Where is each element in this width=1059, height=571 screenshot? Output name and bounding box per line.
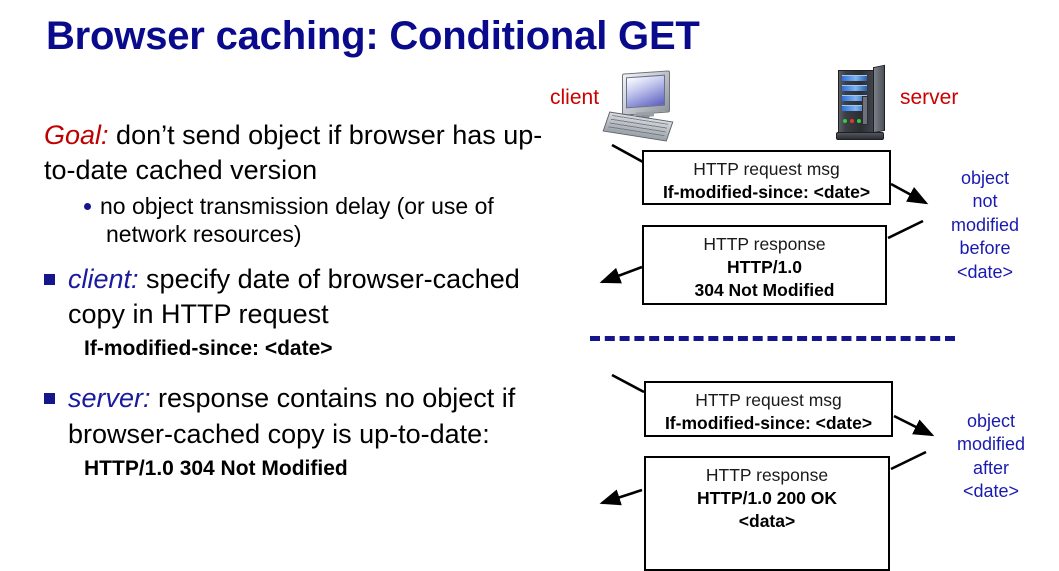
annotation-object-modified: object modified after <date> [936, 410, 1046, 504]
client-lead-label: client: [68, 264, 139, 295]
client-paragraph: client: specify date of browser-cached c… [44, 262, 544, 332]
message-box-response-2: HTTP response HTTP/1.0 200 OK <data> [644, 456, 890, 571]
goal-text: don’t send object if browser has up-to-d… [44, 120, 543, 186]
annotation-1-line1: object [960, 168, 1010, 188]
goal-sub-bullet: no object transmission delay (or use of … [44, 192, 544, 248]
annotation-2-line2: modified [956, 434, 1026, 455]
desktop-computer-icon [602, 70, 680, 142]
conditional-get-diagram: client server HTTP request msg [540, 62, 1059, 571]
request-1-line2: If-modified-since: <date> [662, 182, 871, 203]
request-2-line1: HTTP request msg [695, 390, 842, 410]
response-1-line2: HTTP/1.0 [727, 257, 802, 278]
response-1-line3: 304 Not Modified [694, 280, 835, 301]
response-2-line3: <data> [738, 511, 796, 532]
message-box-request-2: HTTP request msg If-modified-since: <dat… [644, 381, 893, 437]
server-tower-icon [836, 64, 888, 140]
annotation-1-line3: modified [950, 214, 1020, 235]
message-box-request-1: HTTP request msg If-modified-since: <dat… [642, 150, 891, 205]
diagram-arrows [599, 143, 935, 506]
server-paragraph: server: response contains no object if b… [44, 381, 544, 451]
annotation-1-line2: not [972, 191, 998, 212]
server-text: response contains no object if browser-c… [68, 383, 516, 449]
server-label: server [900, 86, 959, 109]
goal-lead-label: Goal: [44, 120, 109, 150]
annotation-1-line5: <date> [956, 261, 1014, 282]
page-title: Browser caching: Conditional GET [46, 14, 700, 58]
response-2-line2: HTTP/1.0 200 OK [696, 488, 838, 509]
dot-bullet-icon [84, 203, 91, 211]
annotation-object-not-modified: object not modified before <date> [930, 167, 1040, 284]
section-divider [590, 336, 955, 341]
body-text-column: Goal: don’t send object if browser has u… [44, 118, 544, 481]
annotation-2-line4: <date> [962, 481, 1020, 502]
annotation-1-line4: before [959, 238, 1011, 259]
client-label: client [550, 86, 600, 109]
message-box-response-1: HTTP response HTTP/1.0 304 Not Modified [642, 225, 887, 305]
response-1-line1: HTTP response [703, 234, 826, 254]
client-code-line: If-modified-since: <date> [84, 337, 333, 361]
square-bullet-icon [44, 274, 55, 286]
square-bullet-icon [44, 393, 55, 405]
goal-paragraph: Goal: don’t send object if browser has u… [44, 118, 544, 188]
server-lead-label: server: [68, 383, 151, 414]
request-1-line1: HTTP request msg [693, 159, 840, 179]
request-2-line2: If-modified-since: <date> [664, 413, 873, 434]
goal-sub-text: no object transmission delay (or use of … [100, 193, 494, 248]
server-code-line: HTTP/1.0 304 Not Modified [84, 456, 348, 480]
annotation-2-line3: after [972, 457, 1010, 478]
annotation-2-line1: object [966, 411, 1016, 431]
client-text: specify date of browser-cached copy in H… [68, 264, 520, 330]
response-2-line1: HTTP response [705, 465, 829, 485]
